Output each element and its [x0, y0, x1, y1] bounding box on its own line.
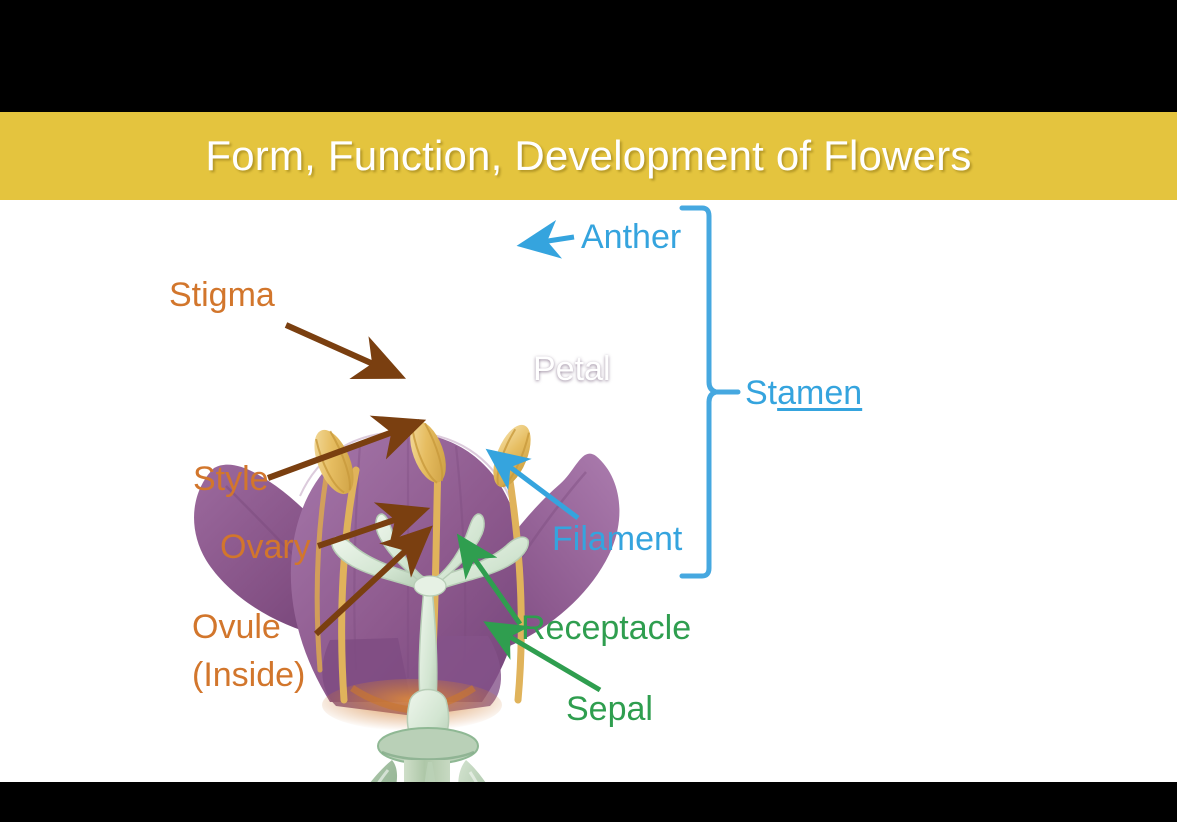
filament-stalk-left — [338, 466, 360, 704]
flower-illustration — [194, 205, 741, 782]
label-stigma: Stigma — [169, 276, 275, 314]
label-style: Style — [193, 460, 269, 498]
anther-sac-left — [314, 429, 354, 495]
label-ovule-inside-note: (Inside) — [192, 656, 306, 694]
receptacle-sepal-stem-group — [370, 726, 486, 782]
sepal-leaf-center — [424, 762, 436, 782]
leader-lines — [266, 220, 602, 693]
filament-stalk-right — [504, 464, 525, 704]
filament-stalk-outer-left — [314, 475, 329, 673]
slide-title-banner: Form, Function, Development of Flowers — [0, 112, 1177, 200]
label-filament: Filament — [552, 520, 683, 558]
leader-arrow-anther — [516, 220, 575, 259]
leader-arrow-stigma — [284, 322, 407, 379]
label-sepal: Sepal — [566, 690, 653, 728]
label-petal: Petal — [533, 350, 611, 388]
sepal-leaf-right — [458, 760, 486, 782]
label-stamen-underlined: amen — [777, 374, 863, 412]
label-stamen-prefix: St — [745, 374, 778, 412]
label-receptacle: Receptacle — [521, 609, 692, 647]
leader-arrow-ovary — [317, 502, 431, 549]
leader-arrow-style — [266, 415, 427, 481]
flower-anatomy-diagram: Stigma Style Ovary Ovule (Inside) Anther… — [0, 200, 1177, 782]
label-stamen: Stamen — [745, 376, 862, 410]
label-ovule: Ovule — [192, 608, 281, 646]
label-ovary: Ovary — [220, 528, 311, 566]
letterbox-bar-top — [0, 0, 1177, 112]
letterbox-bar-bottom — [0, 782, 1177, 822]
leader-arrow-filament — [485, 448, 580, 520]
slide-content-area: Stigma Style Ovary Ovule (Inside) Anther… — [0, 200, 1177, 782]
leader-arrow-receptacle — [456, 533, 523, 626]
stamen-bracket — [679, 205, 741, 579]
leader-arrow-sepal — [483, 621, 602, 693]
sepal-leaf-left — [370, 760, 398, 782]
page-title: Form, Function, Development of Flowers — [205, 132, 972, 179]
leader-arrow-ovule — [313, 525, 433, 637]
label-anther: Anther — [581, 218, 682, 256]
